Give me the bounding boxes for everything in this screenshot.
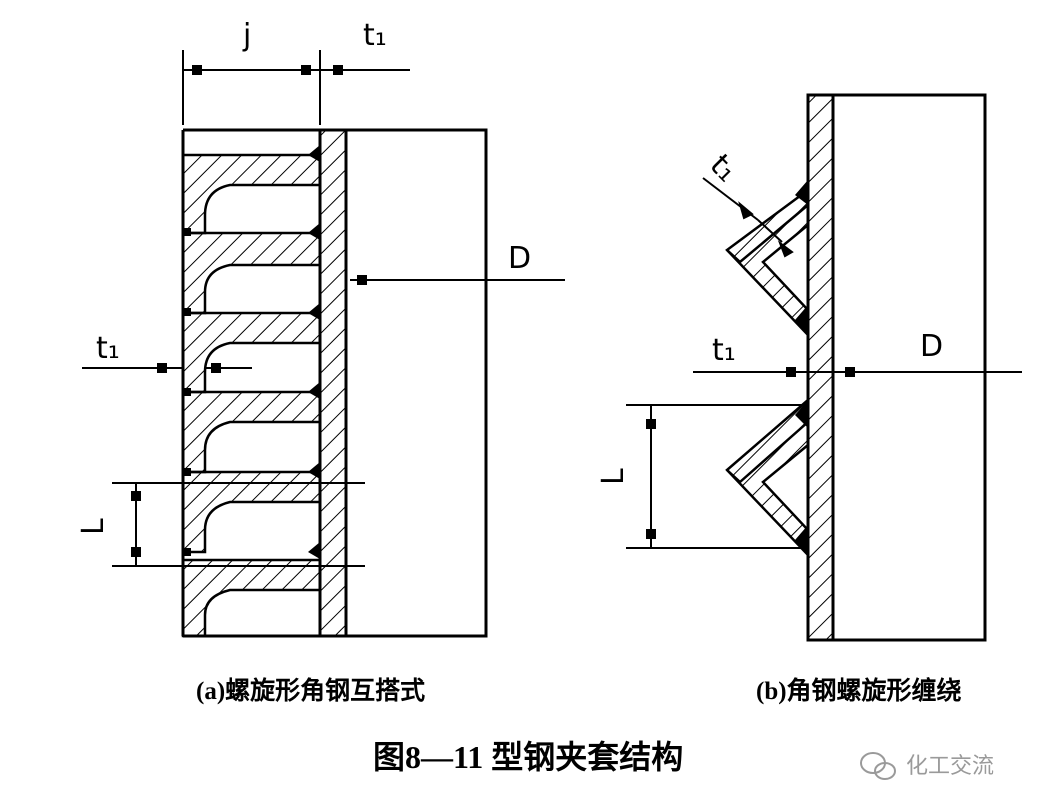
diagram-b: t₁ t₁ D L (b)角钢螺旋形缠绕 xyxy=(596,93,1022,705)
vessel-body-b xyxy=(831,93,987,642)
label-D-b: D xyxy=(920,329,943,364)
angle-steel-sections-a xyxy=(181,153,322,638)
weld-marks-b xyxy=(795,180,808,555)
label-t1-top: t₁ xyxy=(363,18,387,53)
label-t1-b: t₁ xyxy=(712,333,736,368)
caption-a: (a)螺旋形角钢互搭式 xyxy=(196,677,425,705)
dimension-t1-diag xyxy=(702,177,794,258)
weld-marks-a xyxy=(183,145,320,559)
angle-steel-lower-b xyxy=(725,397,810,559)
wechat-icon xyxy=(860,752,896,780)
label-L-a: L xyxy=(76,518,111,535)
dimension-t1-mid xyxy=(82,363,252,373)
label-L-b: L xyxy=(596,468,631,485)
vessel-body-a xyxy=(344,128,488,638)
shell-wall-b xyxy=(806,93,835,642)
caption-b: (b)角钢螺旋形缠绕 xyxy=(756,676,962,705)
label-t1-mid: t₁ xyxy=(96,331,120,366)
figure-title: 图8—11 型钢夹套结构 xyxy=(373,739,683,775)
watermark: 化工交流 xyxy=(860,752,994,780)
angle-steel-upper-b xyxy=(725,187,810,339)
diagram-a: j t₁ D t₁ L (a)螺旋形角钢互搭式 xyxy=(76,18,565,705)
shell-wall-a xyxy=(318,128,348,638)
label-D-a: D xyxy=(508,241,531,276)
watermark-text: 化工交流 xyxy=(906,754,994,779)
dimension-j xyxy=(182,50,410,125)
dimension-L-b xyxy=(626,404,805,549)
label-j: j xyxy=(242,18,251,53)
dimension-L-a xyxy=(112,482,365,567)
dimension-D-a xyxy=(350,275,565,285)
dimension-t1-D-b xyxy=(693,367,1022,377)
